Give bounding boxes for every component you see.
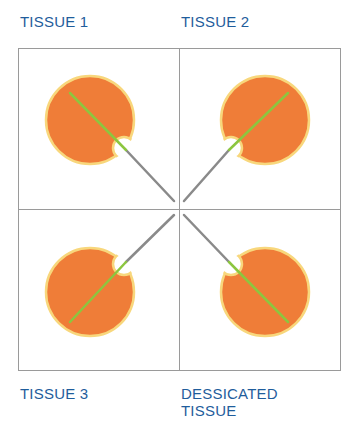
tissue-cell: TISSUE 1 (18, 48, 180, 210)
tissue-disc (220, 76, 309, 164)
tissue-label: DESSICATED TISSUE (181, 386, 311, 419)
tissue-label: TISSUE 3 (20, 386, 150, 403)
tissue-cell: TISSUE 3 (18, 209, 180, 371)
tissue-label: TISSUE 1 (20, 14, 150, 31)
tissue-disc (220, 248, 309, 336)
tissue-cell: DESSICATED TISSUE (179, 209, 341, 371)
tissue-disc (46, 248, 135, 336)
tissue-label: TISSUE 2 (181, 14, 311, 31)
tissue-cell: TISSUE 2 (179, 48, 341, 210)
tissue-disc (46, 76, 135, 164)
